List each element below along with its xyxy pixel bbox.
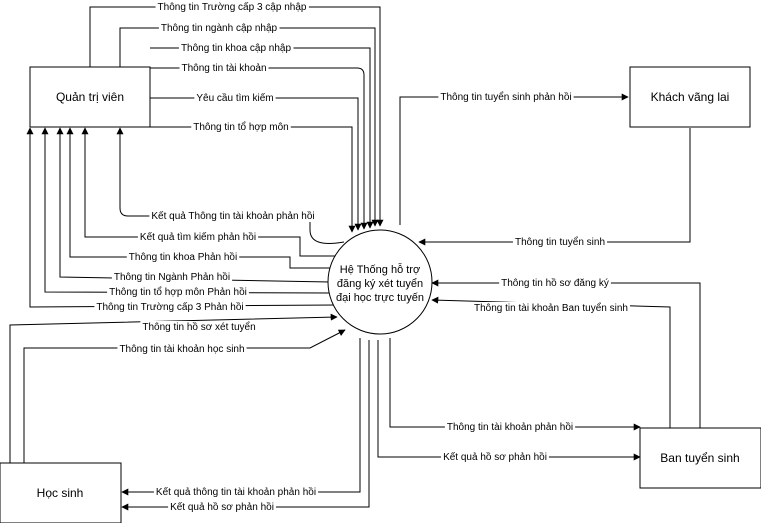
flow-label-major-reply: Thông tin Ngành Phản hồi bbox=[114, 271, 230, 283]
label-background bbox=[137, 231, 259, 243]
label-background bbox=[117, 344, 247, 355]
system-label-line-2: đăng ký xét tuyển bbox=[337, 278, 423, 290]
flow-label-search-result: Kết quả tìm kiếm phản hồi bbox=[140, 231, 256, 243]
edge-search-result bbox=[81, 127, 336, 257]
edge-visitor-info bbox=[418, 128, 691, 246]
label-background bbox=[140, 321, 258, 333]
label-background bbox=[126, 251, 240, 263]
label-background bbox=[168, 501, 276, 513]
flow-label-school-reply: Thông tin Trường cấp 3 Phản hồi bbox=[96, 301, 243, 313]
flow-label-major-update: Thông tin ngành cập nhập bbox=[161, 23, 278, 34]
edge-board-result bbox=[377, 340, 641, 461]
flow-label-board-result: Kết quả hồ sơ phản hồi bbox=[443, 451, 547, 463]
label-background bbox=[158, 23, 280, 34]
flow-label-visitor-reply: Thông tin tuyển sinh phản hồi bbox=[440, 91, 571, 103]
label-background bbox=[153, 486, 319, 498]
label-background bbox=[191, 121, 291, 133]
flow-label-student-result: Kết quả hồ sơ phản hồi bbox=[170, 501, 274, 513]
flow-label-account-result: Kết quả Thông tin tài khoản phản hồi bbox=[151, 210, 314, 222]
label-background bbox=[179, 63, 269, 74]
label-background bbox=[444, 421, 576, 433]
label-background bbox=[155, 1, 309, 13]
entity-admin[interactable]: Quản trị viên bbox=[29, 66, 151, 128]
entity-board-label: Ban tuyển sinh bbox=[660, 451, 739, 465]
edge-board-account-reply bbox=[389, 338, 641, 431]
edge-visitor-reply bbox=[399, 93, 629, 225]
entity-board[interactable]: Ban tuyển sinh bbox=[639, 427, 761, 489]
label-background bbox=[94, 301, 246, 313]
flow-label-faculty-reply: Thông tin khoa Phản hồi bbox=[129, 251, 237, 263]
label-background bbox=[499, 277, 611, 289]
edge-student-result bbox=[121, 340, 370, 511]
entity-student-label: Học sinh bbox=[37, 486, 84, 500]
label-background bbox=[194, 92, 276, 104]
label-background bbox=[178, 43, 294, 54]
edge-board-account bbox=[431, 296, 671, 428]
flow-label-search-request: Yêu cầu tìm kiếm bbox=[196, 92, 273, 104]
edge-student-account-result bbox=[121, 338, 361, 496]
flow-label-student-account: Thông tin tài khoản học sinh bbox=[119, 344, 244, 355]
label-background bbox=[111, 271, 233, 283]
label-background bbox=[512, 236, 608, 248]
system-label-line-1: Hệ Thống hỗ trợ bbox=[340, 263, 420, 276]
flow-label-account-info: Thông tin tài khoản bbox=[181, 63, 266, 74]
edge-account-info bbox=[150, 67, 368, 230]
entity-admin-label: Quản trị viên bbox=[56, 90, 124, 104]
flow-label-faculty-update: Thông tin khoa cập nhập bbox=[181, 43, 292, 54]
flow-label-board-application: Thông tin hồ sơ đăng ký bbox=[501, 277, 609, 289]
flow-label-visitor-info: Thông tin tuyển sinh bbox=[515, 236, 605, 248]
system-process[interactable]: Hệ Thống hỗ trợ đăng ký xét tuyển đại họ… bbox=[327, 229, 433, 335]
label-background bbox=[441, 451, 549, 463]
flow-label-school-update: Thông tin Trường cấp 3 cập nhập bbox=[158, 1, 307, 13]
flow-label-subject-group-info: Thông tin tổ hợp môn bbox=[193, 121, 289, 133]
entity-visitor-label: Khách vãng lai bbox=[651, 90, 730, 104]
entity-student[interactable]: Học sinh bbox=[0, 462, 122, 523]
edge-major-reply bbox=[56, 127, 331, 283]
flow-label-student-application: Thông tin hồ sơ xét tuyển bbox=[142, 321, 255, 333]
system-label-line-3: đại học trực tuyến bbox=[336, 292, 424, 304]
label-background bbox=[149, 210, 317, 222]
edge-faculty-update bbox=[150, 47, 374, 229]
edge-account-result bbox=[116, 127, 345, 244]
edge-student-application bbox=[9, 313, 338, 463]
label-background bbox=[438, 91, 574, 103]
flow-labels: Thông tin Trường cấp 3 cập nhập Thông ti… bbox=[94, 1, 630, 513]
label-background bbox=[472, 302, 630, 314]
edge-faculty-reply bbox=[66, 127, 332, 269]
label-background bbox=[107, 286, 249, 298]
flow-label-subject-group-reply: Thông tin tổ hợp môn Phản hồi bbox=[109, 286, 247, 298]
flow-label-board-account: Thông tin tài khoản Ban tuyển sinh bbox=[474, 302, 628, 314]
flow-label-board-account-reply: Thông tin tài khoản phản hồi bbox=[447, 421, 573, 433]
flow-label-student-account-result: Kết quả thông tin tài khoản phản hồi bbox=[156, 486, 316, 498]
entity-visitor[interactable]: Khách vãng lai bbox=[629, 66, 751, 128]
